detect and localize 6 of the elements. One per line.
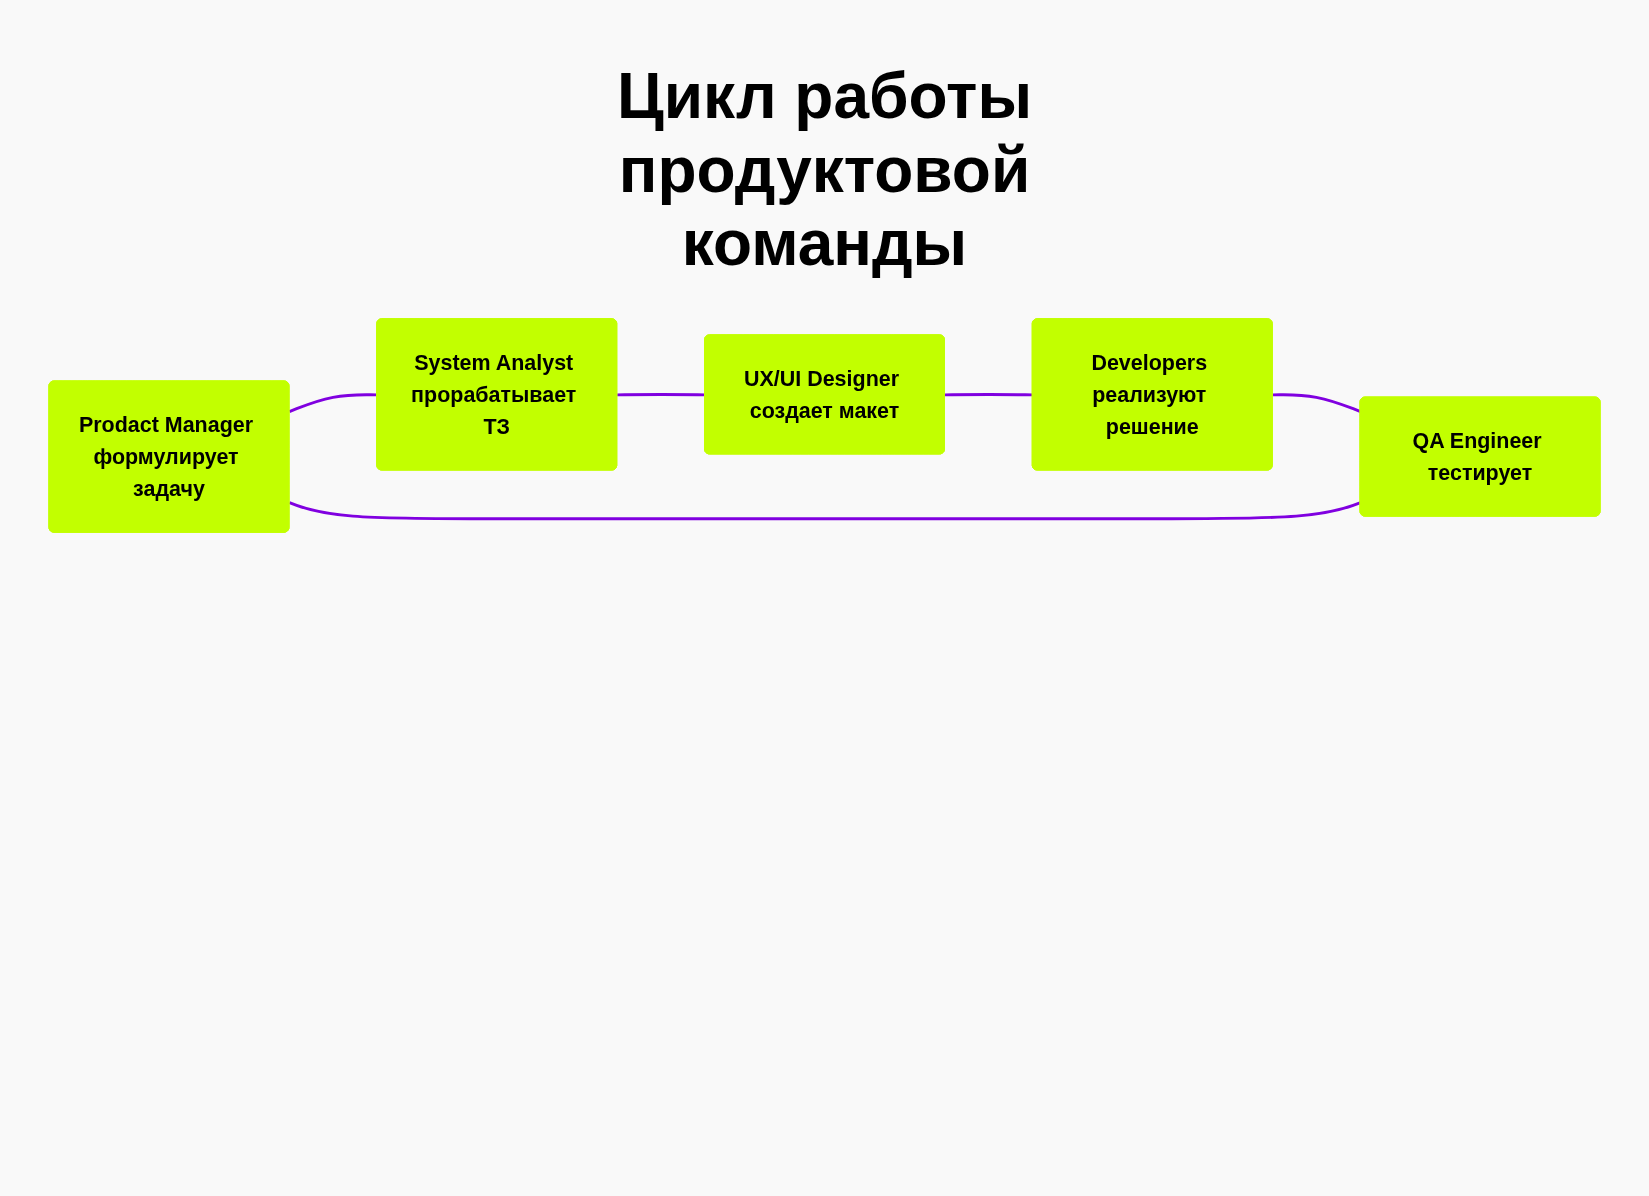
connector xyxy=(288,393,378,413)
connector xyxy=(617,392,705,397)
connector xyxy=(1272,393,1362,413)
connector xyxy=(288,501,1362,521)
diagram-title: Цикл работы продуктовой команды xyxy=(615,60,1034,281)
connector xyxy=(944,392,1033,397)
